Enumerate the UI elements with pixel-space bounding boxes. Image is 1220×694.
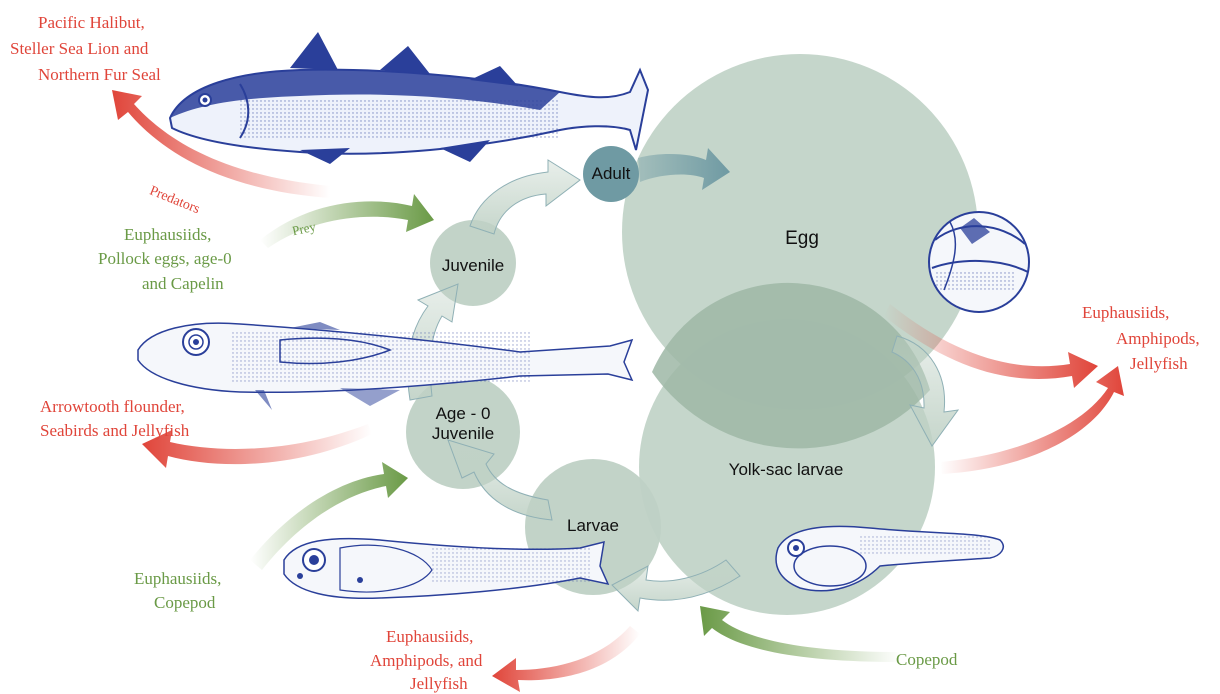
age0-label: Age - 0 <box>420 404 506 424</box>
larvae-predator-1: Euphausiids, <box>386 626 473 647</box>
age0-prey-2: Copepod <box>154 592 215 613</box>
adult-prey-2: Pollock eggs, age-0 <box>98 248 232 269</box>
age0-juvenile-label: Juvenile <box>420 424 506 444</box>
adult-prey-arrow <box>260 194 434 248</box>
larvae-label: Larvae <box>553 516 633 536</box>
adult-label: Adult <box>580 164 642 184</box>
adult-predator-2: Steller Sea Lion and <box>10 38 148 59</box>
adult-predator-3: Northern Fur Seal <box>38 64 161 85</box>
yolk-predator-arrow <box>940 366 1124 474</box>
yolk-sac-larva-icon <box>776 526 1003 590</box>
egg-predator-3: Jellyfish <box>1130 353 1188 374</box>
egg-predator-1: Euphausiids, <box>1082 302 1169 323</box>
age0-prey-1: Euphausiids, <box>134 568 221 589</box>
adult-prey-1: Euphausiids, <box>124 224 211 245</box>
adult-prey-3: and Capelin <box>142 273 224 294</box>
age0-predator-2: Seabirds and Jellyfish <box>40 420 189 441</box>
juvenile-to-adult-arrow <box>470 160 580 234</box>
egg-icon <box>929 212 1029 312</box>
yolk-sac-label: Yolk-sac larvae <box>706 460 866 480</box>
adult-pollock-icon <box>170 32 648 164</box>
juvenile-label: Juvenile <box>426 256 520 276</box>
juvenile-pollock-icon <box>138 322 632 410</box>
egg-predator-2: Amphipods, <box>1116 328 1200 349</box>
age0-predator-1: Arrowtooth flounder, <box>40 396 185 417</box>
larvae-predator-2: Amphipods, and <box>370 650 482 671</box>
larvae-predator-3: Jellyfish <box>410 673 468 694</box>
larvae-predator-arrow <box>492 626 640 692</box>
adult-predator-1: Pacific Halibut, <box>38 12 145 33</box>
egg-label: Egg <box>772 228 832 250</box>
yolk-prey-1: Copepod <box>896 649 957 670</box>
